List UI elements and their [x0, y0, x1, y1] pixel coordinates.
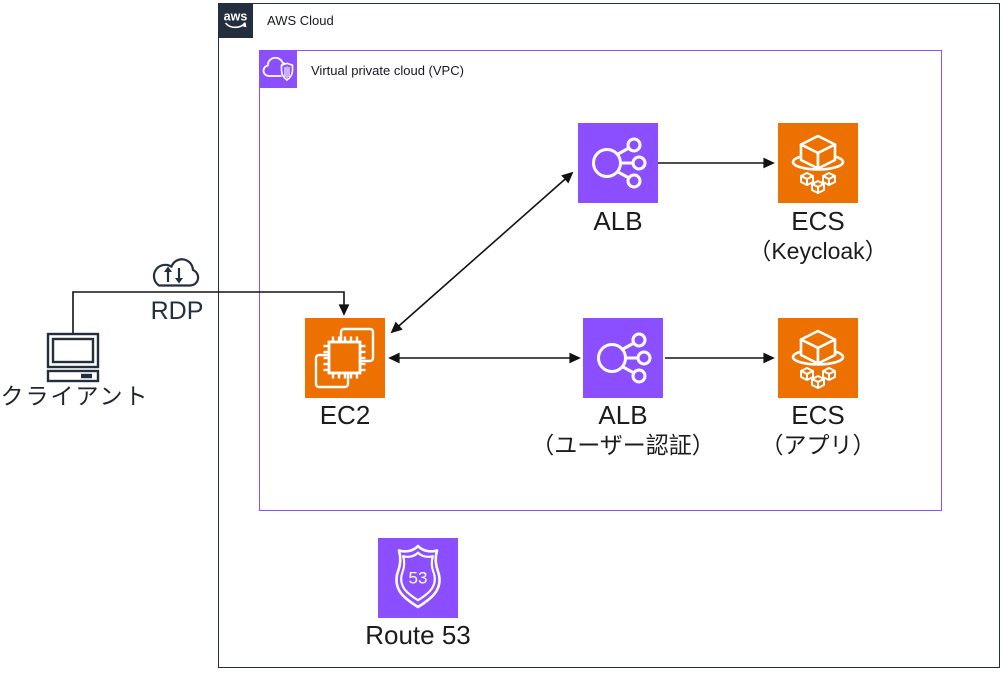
ecs-containers-icon [778, 318, 858, 398]
ec2-chip-icon [305, 318, 385, 398]
client-computer-icon [45, 331, 101, 383]
route53-label: Route 53 [365, 620, 471, 650]
internet-cloud-updown-icon [146, 256, 204, 288]
alb-top-label: ALB [593, 206, 643, 236]
aws-logo-icon: aws [218, 3, 253, 38]
aws-cloud-label: AWS Cloud [267, 13, 334, 28]
ec2-node [305, 318, 385, 398]
alb-top-node [578, 123, 658, 203]
load-balancer-icon [583, 318, 663, 398]
ecs-keycloak-label: ECS [791, 206, 845, 236]
ec2-label: EC2 [319, 400, 371, 430]
route53-shield-icon: 53 [378, 538, 458, 618]
alb-auth-node [583, 318, 663, 398]
vpc-group-box [259, 50, 942, 511]
rdp-label: RDP [150, 297, 204, 325]
vpc-cloud-shield-icon [259, 50, 297, 88]
aws-cloud-group-box [218, 3, 1000, 668]
client-label: クライアント [0, 383, 150, 409]
ecs-app-label: ECS [791, 400, 845, 430]
aws-logo-text: aws [224, 10, 248, 24]
route53-shield-text: 53 [409, 569, 428, 588]
alb-auth-sublabel: （ユーザー認証） [531, 432, 715, 458]
ecs-containers-icon [778, 123, 858, 203]
route53-node: 53 [378, 538, 458, 618]
load-balancer-icon [578, 123, 658, 203]
ecs-keycloak-node [778, 123, 858, 203]
vpc-label: Virtual private cloud (VPC) [311, 63, 464, 78]
ecs-app-sublabel: （アプリ） [760, 432, 876, 458]
alb-auth-label: ALB [598, 400, 648, 430]
ecs-keycloak-sublabel: （Keycloak） [748, 238, 888, 264]
ecs-app-node [778, 318, 858, 398]
